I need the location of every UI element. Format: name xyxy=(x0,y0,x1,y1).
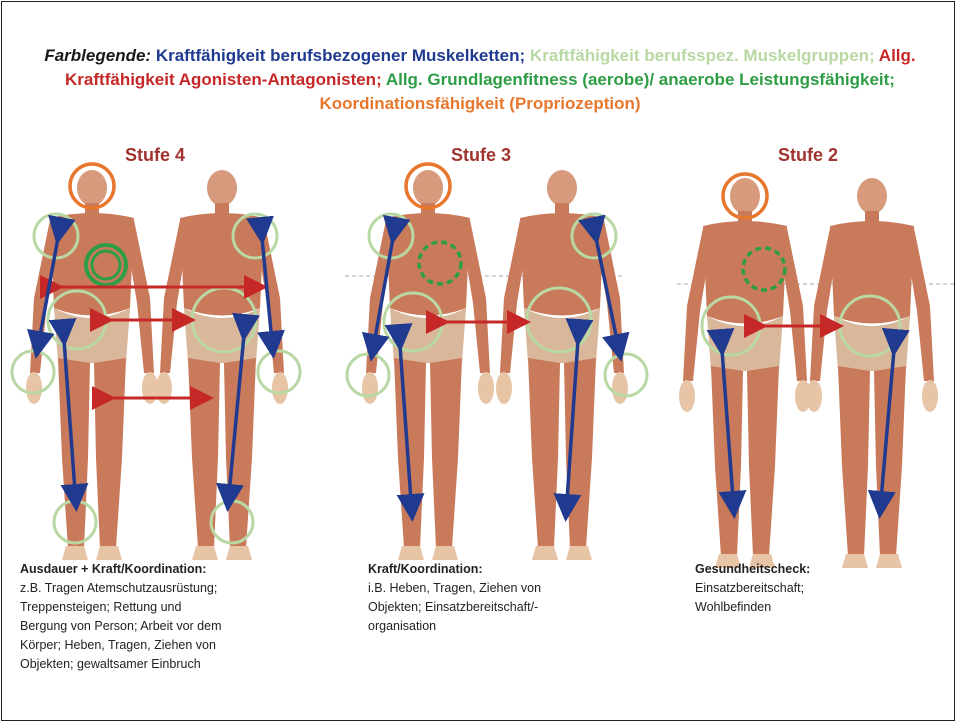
body-front-stage-3 xyxy=(362,170,494,560)
stage-3-caption-line: Objekten; Einsatzbereitschaft/- xyxy=(368,598,628,617)
stage-3-caption-line: i.B. Heben, Tragen, Ziehen von xyxy=(368,579,628,598)
stage-4-caption-line: Objekten; gewaltsamer Einbruch xyxy=(20,655,340,674)
stage-3-caption-line: organisation xyxy=(368,617,628,636)
body-back-stage-4 xyxy=(156,170,288,560)
stage-4-caption-line: z.B. Tragen Atemschutzausrüstung; xyxy=(20,579,340,598)
stage-3-caption: Kraft/Koordination: i.B. Heben, Tragen, … xyxy=(368,560,628,636)
stage-4-caption-line: Körper; Heben, Tragen, Ziehen von xyxy=(20,636,340,655)
stage-4-caption-line: Bergung von Person; Arbeit vor dem xyxy=(20,617,340,636)
stage-4-caption-head: Ausdauer + Kraft/Koordination: xyxy=(20,560,340,579)
stage-2-caption-line: Einsatzbereitschaft; xyxy=(695,579,935,598)
body-front-stage-4 xyxy=(26,170,158,560)
stage-3-caption-head: Kraft/Koordination: xyxy=(368,560,628,579)
stage-2-caption: Gesundheitscheck: Einsatzbereitschaft; W… xyxy=(695,560,935,617)
stage-2-caption-head: Gesundheitscheck: xyxy=(695,560,935,579)
stage-4-caption-line: Treppensteigen; Rettung und xyxy=(20,598,340,617)
body-back-stage-2 xyxy=(806,178,938,568)
stage-4-caption: Ausdauer + Kraft/Koordination: z.B. Trag… xyxy=(20,560,340,674)
stage-2-caption-line: Wohlbefinden xyxy=(695,598,935,617)
body-front-stage-2 xyxy=(679,178,811,568)
